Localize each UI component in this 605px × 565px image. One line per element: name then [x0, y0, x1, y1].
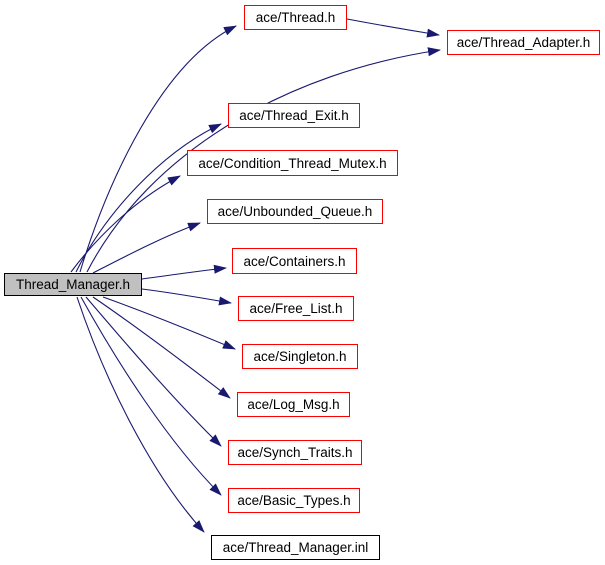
edge-root-to-thread-exit: [75, 123, 222, 273]
edge-root-to-basic-types: [80, 296, 222, 496]
edge-root-to-free-list: [141, 288, 232, 306]
edge-root-to-singleton: [102, 296, 236, 350]
edge-root-to-unbounded-queue: [92, 222, 201, 274]
node-ace-singleton-h[interactable]: ace/Singleton.h: [242, 344, 358, 369]
node-ace-synch-traits-h[interactable]: ace/Synch_Traits.h: [228, 440, 362, 465]
node-ace-condition-thread-mutex-h[interactable]: ace/Condition_Thread_Mutex.h: [187, 150, 398, 176]
edge-thread-to-thread-adapter: [346, 18, 440, 38]
node-ace-free-list-h[interactable]: ace/Free_List.h: [238, 296, 354, 321]
edge-root-to-thread-manager-inl: [76, 296, 205, 533]
node-ace-basic-types-h[interactable]: ace/Basic_Types.h: [228, 488, 360, 513]
node-ace-containers-h[interactable]: ace/Containers.h: [232, 248, 357, 274]
node-thread-manager-h: Thread_Manager.h: [4, 273, 142, 296]
edge-root-to-containers: [141, 264, 227, 280]
edge-root-to-condition-mutex: [70, 175, 181, 273]
node-ace-thread-h[interactable]: ace/Thread.h: [244, 5, 347, 30]
node-ace-thread-exit-h[interactable]: ace/Thread_Exit.h: [228, 103, 360, 128]
edge-root-to-log-msg: [92, 296, 231, 399]
node-ace-log-msg-h[interactable]: ace/Log_Msg.h: [237, 392, 350, 417]
edge-root-to-thread: [79, 25, 237, 273]
node-ace-thread-adapter-h[interactable]: ace/Thread_Adapter.h: [447, 30, 600, 55]
node-ace-unbounded-queue-h[interactable]: ace/Unbounded_Queue.h: [207, 199, 383, 224]
edge-root-to-synch-traits: [85, 296, 222, 447]
node-ace-thread-manager-inl: ace/Thread_Manager.inl: [211, 535, 380, 560]
